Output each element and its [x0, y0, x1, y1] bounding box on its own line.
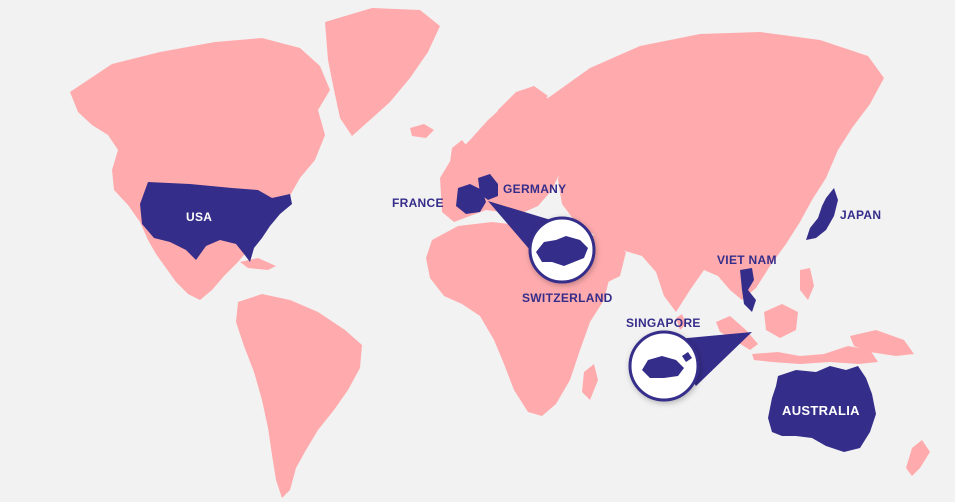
- country-france[interactable]: [456, 184, 486, 214]
- land-iceland: [410, 124, 434, 138]
- switzerland-shape: [536, 236, 588, 266]
- label-japan: JAPAN: [840, 208, 881, 222]
- land-north-america: [70, 38, 330, 300]
- singapore-shape: [642, 356, 684, 378]
- highlighted-countries: [140, 174, 876, 452]
- land-borneo: [764, 304, 798, 338]
- country-germany[interactable]: [478, 174, 498, 200]
- label-switzerland: SWITZERLAND: [522, 291, 613, 305]
- land-greenland: [325, 8, 440, 136]
- land-new-guinea: [850, 330, 914, 356]
- country-usa[interactable]: [140, 182, 292, 262]
- land-philippines: [800, 268, 814, 300]
- label-australia: AUSTRALIA: [782, 403, 860, 418]
- label-singapore: SINGAPORE: [626, 316, 701, 330]
- label-germany: GERMANY: [503, 182, 566, 196]
- callout-singapore: [628, 330, 752, 402]
- land-caribbean: [240, 258, 276, 270]
- land-british-isles: [450, 140, 470, 172]
- singapore-islet: [682, 352, 692, 362]
- label-viet-nam: VIET NAM: [717, 253, 777, 267]
- land-sumatra: [716, 316, 758, 350]
- country-australia[interactable]: [768, 366, 876, 452]
- land-new-zealand: [906, 440, 930, 476]
- country-japan[interactable]: [806, 188, 838, 240]
- map-labels: USA FRANCE GERMANY SWITZERLAND JAPAN VIE…: [186, 182, 881, 418]
- label-usa: USA: [186, 210, 212, 224]
- country-viet-nam[interactable]: [740, 268, 756, 312]
- land-south-america: [236, 294, 362, 498]
- label-france: FRANCE: [392, 196, 444, 210]
- land-java-islands: [752, 346, 878, 364]
- land-madagascar: [582, 364, 598, 400]
- callout-switzerland: [488, 201, 596, 284]
- land-scandinavia: [486, 86, 548, 146]
- land-asia: [548, 32, 884, 312]
- land-sri-lanka: [676, 314, 686, 330]
